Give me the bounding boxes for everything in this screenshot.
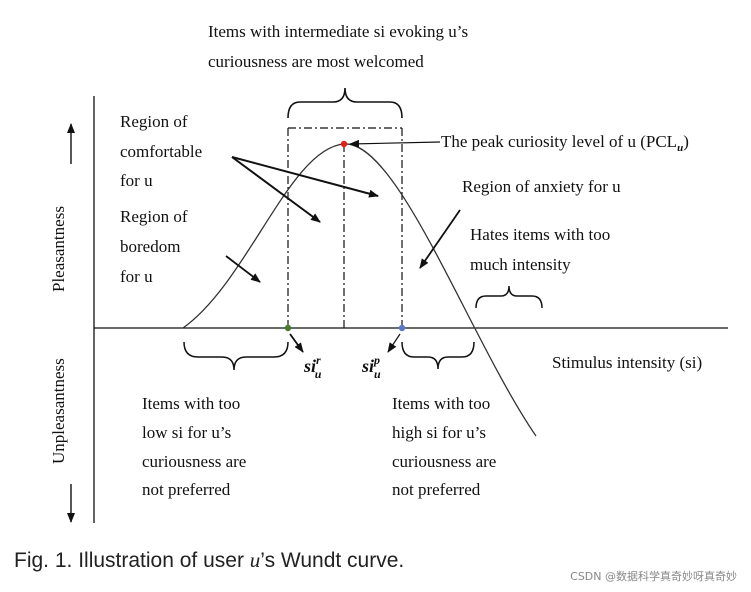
low-line-3: curiousness are xyxy=(142,452,246,471)
comfortable-line-2: comfortable xyxy=(120,142,202,161)
figure-caption: Fig. 1. Illustration of user u’s Wundt c… xyxy=(14,548,404,573)
si-p-base: si xyxy=(361,356,374,376)
low-line-4: not preferred xyxy=(142,480,231,499)
comfortable-line-3: for u xyxy=(120,171,153,190)
high-line-1: Items with too xyxy=(392,394,490,413)
comfortable-arrow-left xyxy=(231,156,321,223)
caption-user: u xyxy=(249,548,261,572)
si-p-sup: p xyxy=(373,353,380,367)
peak-label-text: The peak curiosity level of u (PCL xyxy=(441,132,677,151)
si-r-point xyxy=(284,324,292,332)
high-line-3: curiousness are xyxy=(392,452,496,471)
high-line-4: not preferred xyxy=(392,480,481,499)
boredom-line-1: Region of xyxy=(120,207,188,226)
top-brace xyxy=(287,87,403,119)
boredom-line-2: boredom xyxy=(120,237,180,256)
y-axis-negative-label: Unpleasantness xyxy=(49,358,68,464)
si-r-base: si xyxy=(303,356,316,376)
peak-region-box xyxy=(287,127,403,328)
comfortable-arrow-right xyxy=(231,156,379,198)
boredom-arrow xyxy=(225,255,261,283)
si-p-arrow xyxy=(387,333,401,353)
top-title-line-1: Items with intermediate si evoking u’s xyxy=(208,22,468,41)
wundt-curve xyxy=(182,143,537,437)
y-axis-positive-label: Pleasantness xyxy=(49,206,68,292)
hates-line-2: much intensity xyxy=(470,255,571,274)
low-line-1: Items with too xyxy=(142,394,240,413)
peak-point xyxy=(340,140,348,148)
si-p-sub: u xyxy=(374,367,381,381)
caption-suffix: ’s Wundt curve. xyxy=(260,549,405,572)
hates-brace xyxy=(475,285,543,309)
anxiety-arrow xyxy=(419,209,461,269)
low-brace xyxy=(183,341,289,371)
peak-label: The peak curiosity level of u (PCLu) xyxy=(441,132,689,154)
si-r-sup: r xyxy=(316,353,321,367)
hates-line-1: Hates items with too xyxy=(470,225,610,244)
si-r-sub: u xyxy=(315,367,322,381)
low-line-2: low si for u’s xyxy=(142,423,231,442)
si-r-arrow xyxy=(289,333,304,353)
si-p-point xyxy=(398,324,406,332)
peak-arrow xyxy=(349,139,441,148)
watermark: CSDN @数据科学真奇妙呀真奇妙 xyxy=(570,570,737,583)
anxiety-label: Region of anxiety for u xyxy=(462,177,621,196)
high-line-2: high si for u’s xyxy=(392,423,486,442)
x-axis-label: Stimulus intensity (si) xyxy=(552,353,702,372)
comfortable-line-1: Region of xyxy=(120,112,188,131)
caption-prefix: Fig. 1. Illustration of user xyxy=(14,549,250,572)
peak-label-sub: u xyxy=(677,142,683,154)
peak-label-close: ) xyxy=(683,132,689,151)
top-title-line-2: curiousness are most welcomed xyxy=(208,52,424,71)
high-brace xyxy=(401,341,475,370)
boredom-line-3: for u xyxy=(120,267,153,286)
